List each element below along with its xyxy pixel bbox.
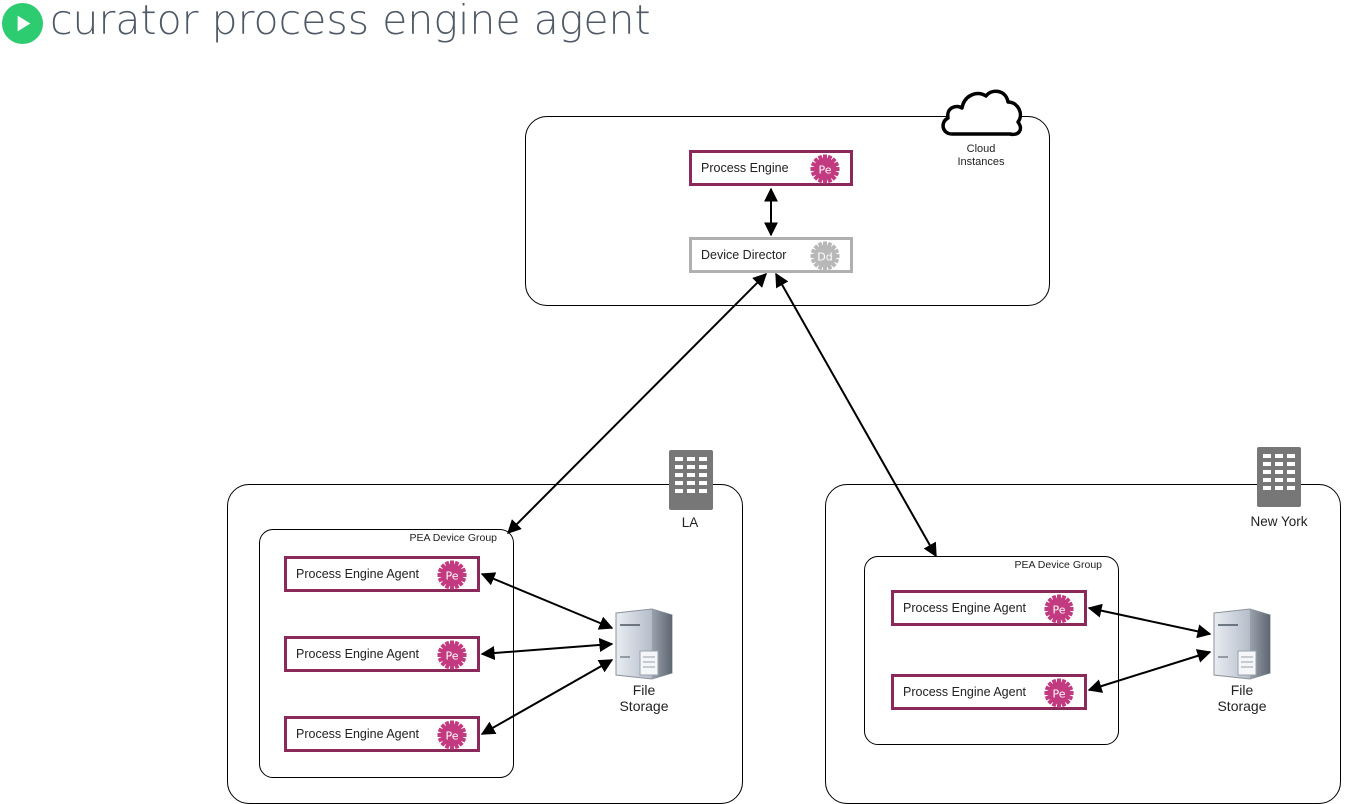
process-engine-label: Process Engine: [701, 161, 789, 175]
gear-icon: Pe: [437, 560, 467, 590]
svg-text:Pe: Pe: [1052, 688, 1065, 701]
ny-agent-1[interactable]: Process Engine Agent Pe: [891, 590, 1087, 626]
la-group-label: PEA Device Group: [409, 532, 497, 544]
agent-label: Process Engine Agent: [296, 647, 419, 661]
gear-icon: Pe: [437, 640, 467, 670]
server-icon: [1210, 605, 1274, 681]
svg-text:Pe: Pe: [1052, 604, 1065, 617]
agent-label: Process Engine Agent: [296, 727, 419, 741]
svg-text:Pe: Pe: [445, 650, 458, 663]
ny-storage-line2: Storage: [1217, 698, 1267, 714]
gear-icon: Pe: [437, 720, 467, 750]
gear-icon: Dd: [810, 241, 840, 271]
device-director-node[interactable]: Device Director Dd: [689, 237, 853, 273]
ny-storage-line1: File: [1230, 682, 1254, 698]
agent-label: Process Engine Agent: [296, 567, 419, 581]
cloud-label-line1: Cloud: [966, 143, 996, 155]
play-icon: [1, 2, 44, 45]
svg-text:Pe: Pe: [445, 730, 458, 743]
ny-group-label: PEA Device Group: [1014, 559, 1102, 571]
svg-text:Pe: Pe: [445, 570, 458, 583]
page-title: curator process engine agent: [50, 0, 651, 44]
device-director-label: Device Director: [701, 248, 787, 262]
cloud-icon: [941, 89, 1023, 137]
ny-agent-2[interactable]: Process Engine Agent Pe: [891, 674, 1087, 710]
cloud-label: Cloud Instances: [946, 143, 1016, 169]
gear-icon: Pe: [1044, 678, 1074, 708]
la-agent-2[interactable]: Process Engine Agent Pe: [284, 636, 480, 672]
server-icon: [612, 605, 676, 681]
ny-storage-label: File Storage: [1202, 682, 1282, 714]
la-agent-1[interactable]: Process Engine Agent Pe: [284, 556, 480, 592]
dd-badge-text: Dd: [817, 251, 832, 264]
ny-device-group: PEA Device Group: [864, 556, 1119, 745]
ny-location-label: New York: [1250, 514, 1308, 529]
la-storage-label: File Storage: [604, 682, 684, 714]
pe-badge-text: Pe: [818, 164, 831, 177]
la-location-label: LA: [681, 515, 699, 530]
cloud-label-line2: Instances: [957, 156, 1005, 168]
la-agent-3[interactable]: Process Engine Agent Pe: [284, 716, 480, 752]
gear-icon: Pe: [810, 154, 840, 184]
building-icon: [669, 450, 713, 510]
agent-label: Process Engine Agent: [903, 685, 1026, 699]
building-icon: [1257, 447, 1301, 507]
la-storage-line1: File: [632, 682, 656, 698]
gear-icon: Pe: [1044, 594, 1074, 624]
agent-label: Process Engine Agent: [903, 601, 1026, 615]
process-engine-node[interactable]: Process Engine Pe: [689, 150, 853, 186]
la-storage-line2: Storage: [619, 698, 669, 714]
